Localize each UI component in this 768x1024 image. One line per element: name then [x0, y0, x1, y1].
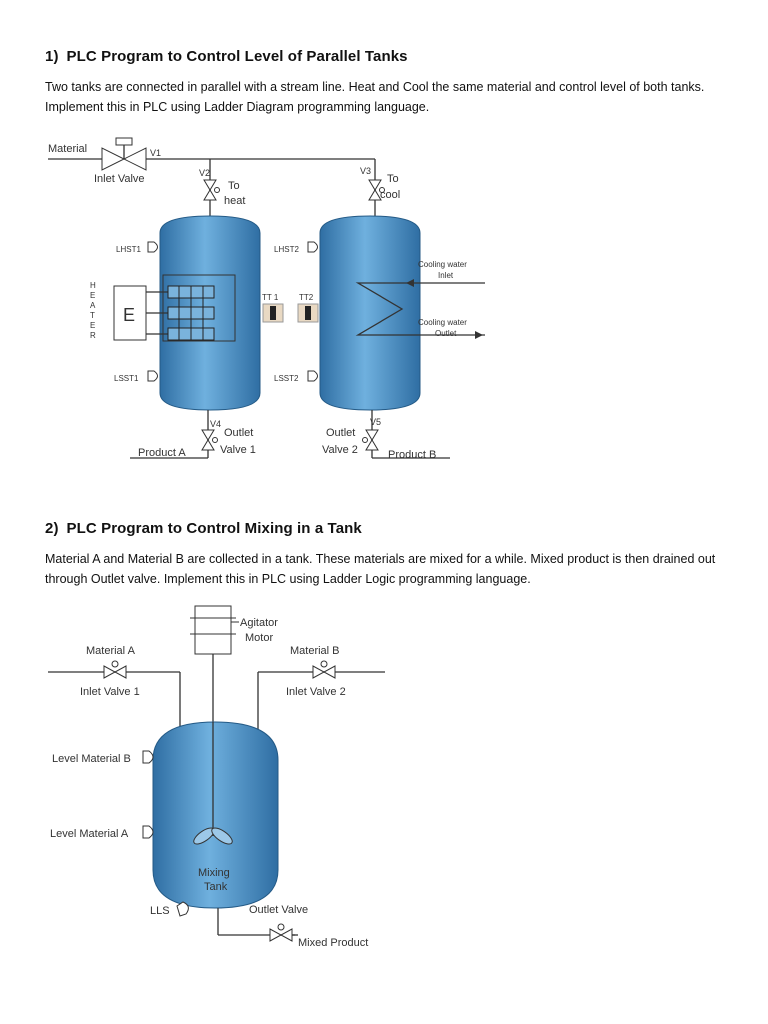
svg-text:A: A	[90, 301, 96, 310]
v2-label: V2	[199, 168, 210, 178]
to-cool-label-2: cool	[380, 189, 400, 201]
cooling-coil	[355, 282, 485, 336]
svg-text:T: T	[90, 311, 95, 320]
material-a-label: Material A	[86, 645, 136, 657]
lsst1-label: LSST1	[114, 374, 139, 383]
material-label: Material	[48, 143, 87, 155]
tt2-label: TT2	[299, 293, 314, 302]
product-b-label: Product B	[388, 449, 436, 461]
valve-v2[interactable]	[203, 179, 220, 201]
lhst2-sensor[interactable]	[307, 241, 318, 253]
cooling-inlet-label-1: Cooling water	[418, 260, 467, 269]
inlet-valve-1[interactable]	[103, 660, 127, 679]
v4-label: V4	[210, 419, 221, 429]
material-b-label: Material B	[290, 645, 340, 657]
mixing-tank-label-2: Tank	[204, 881, 228, 893]
lsst1-sensor[interactable]	[147, 370, 158, 382]
svg-text:E: E	[90, 321, 95, 330]
inlet-valve-2-label: Inlet Valve 2	[286, 686, 346, 698]
parallel-tanks-diagram: Material V1 Inlet Valve V2 To heat V3 To…	[48, 137, 485, 461]
cooling-inlet-label-2: Inlet	[438, 271, 454, 280]
svg-text:R: R	[90, 331, 96, 340]
tt1-label: TT 1	[262, 293, 279, 302]
mixing-tank-diagram: Agitator Motor Material A Inlet Valve 1 …	[48, 605, 385, 949]
valve-v3[interactable]	[368, 179, 385, 201]
section-1: 1)PLC Program to Control Level of Parall…	[45, 48, 735, 117]
inlet-valve-2[interactable]	[312, 660, 336, 679]
outlet-valve[interactable]	[269, 923, 293, 942]
mixing-tank	[152, 721, 279, 909]
heater-letters: H E A T E R	[90, 281, 96, 340]
lsst2-sensor[interactable]	[307, 370, 318, 382]
outlet-valve-2[interactable]	[362, 429, 379, 451]
v5-label: V5	[370, 417, 381, 427]
heating-coil	[162, 274, 236, 342]
inlet-valve-v1[interactable]	[101, 137, 147, 171]
heater-box-label: E	[123, 305, 135, 325]
cooling-outlet-label-1: Cooling water	[418, 318, 467, 327]
section-2-heading: 2)PLC Program to Control Mixing in a Tan…	[45, 520, 362, 537]
agitator-label-1: Agitator	[240, 617, 278, 629]
lhst1-label: LHST1	[116, 245, 141, 254]
outlet-valve2-label-2: Valve 2	[322, 444, 358, 456]
mixed-product-label: Mixed Product	[298, 937, 368, 949]
level-material-b-label: Level Material B	[52, 753, 131, 765]
to-heat-label-2: heat	[224, 195, 245, 207]
agitator-blades	[193, 827, 233, 845]
v1-label: V1	[150, 148, 161, 158]
outlet-valve-1[interactable]	[201, 429, 218, 451]
lls-sensor[interactable]	[176, 901, 189, 917]
section-2-description: Material A and Material B are collected …	[45, 552, 716, 586]
product-a-label: Product A	[138, 447, 186, 459]
cooling-outlet-label-2: Outlet	[435, 329, 457, 338]
section-1-description: Two tanks are connected in parallel with…	[45, 80, 705, 114]
section-2: 2)PLC Program to Control Mixing in a Tan…	[45, 520, 735, 589]
level-material-a-label: Level Material A	[50, 828, 129, 840]
inlet-valve-1-label: Inlet Valve 1	[80, 686, 140, 698]
agitator-label-2: Motor	[245, 632, 273, 644]
to-cool-label-1: To	[387, 173, 399, 185]
lsst2-label: LSST2	[274, 374, 299, 383]
mixing-tank-label-1: Mixing	[198, 867, 230, 879]
lhst2-label: LHST2	[274, 245, 299, 254]
lls-label: LLS	[150, 905, 170, 917]
level-material-b-sensor[interactable]	[142, 750, 154, 764]
svg-text:E: E	[90, 291, 95, 300]
inlet-valve-label: Inlet Valve	[94, 173, 145, 185]
v3-label: V3	[360, 166, 371, 176]
level-material-a-sensor[interactable]	[142, 825, 154, 839]
outlet-valve2-label-1: Outlet	[326, 427, 355, 439]
outlet-valve1-label-2: Valve 1	[220, 444, 256, 456]
to-heat-label-1: To	[228, 180, 240, 192]
outlet-valve-label: Outlet Valve	[249, 904, 308, 916]
tank-2	[319, 215, 421, 411]
outlet-valve1-label-1: Outlet	[224, 427, 253, 439]
section-1-heading: 1)PLC Program to Control Level of Parall…	[45, 48, 408, 65]
agitator-motor[interactable]	[190, 605, 236, 655]
svg-text:H: H	[90, 281, 96, 290]
lhst1-sensor[interactable]	[147, 241, 158, 253]
